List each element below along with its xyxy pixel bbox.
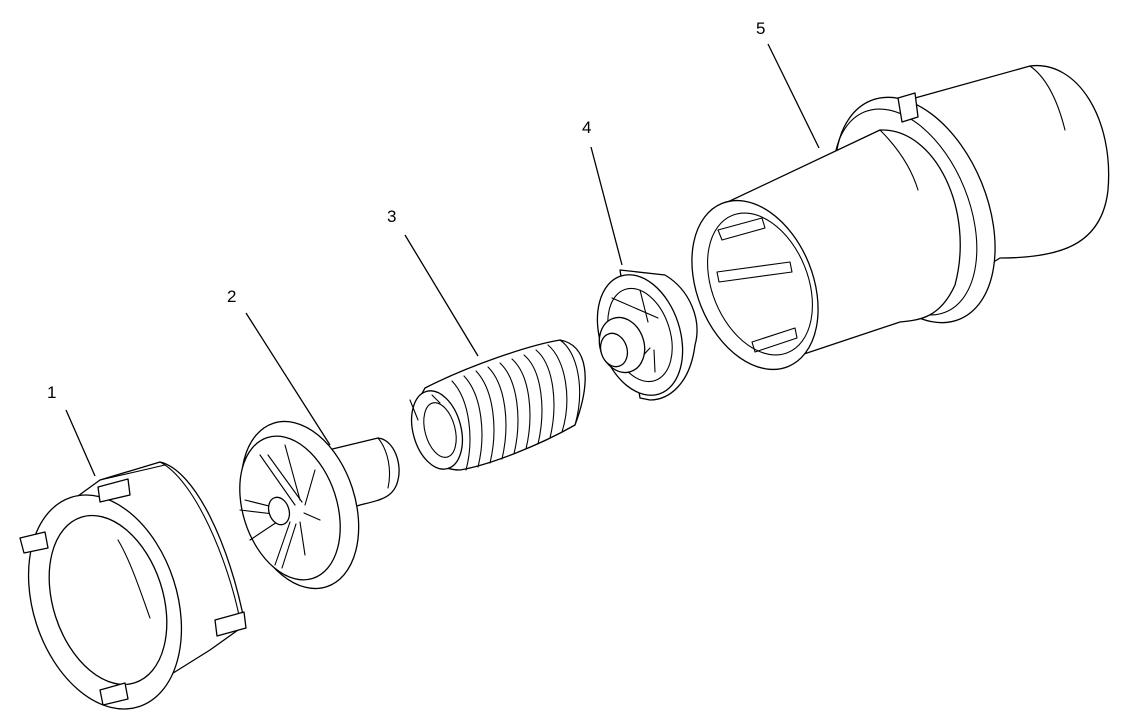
part-4-valve-seat [596,269,698,401]
part-5-housing [691,65,1110,371]
callout-1: 1 [47,383,56,402]
callout-3: 3 [387,207,396,226]
callout-5: 5 [756,19,765,38]
part-1-nut [19,461,247,710]
part-3-spring [409,339,586,471]
leader-line-5 [767,43,820,149]
part-2-poppet [239,420,400,590]
callout-2: 2 [227,287,236,306]
leader-line-3 [404,234,479,357]
leader-line-2 [245,312,331,446]
leader-line-1 [65,409,96,477]
callout-4: 4 [582,118,591,137]
leader-line-4 [590,146,623,266]
